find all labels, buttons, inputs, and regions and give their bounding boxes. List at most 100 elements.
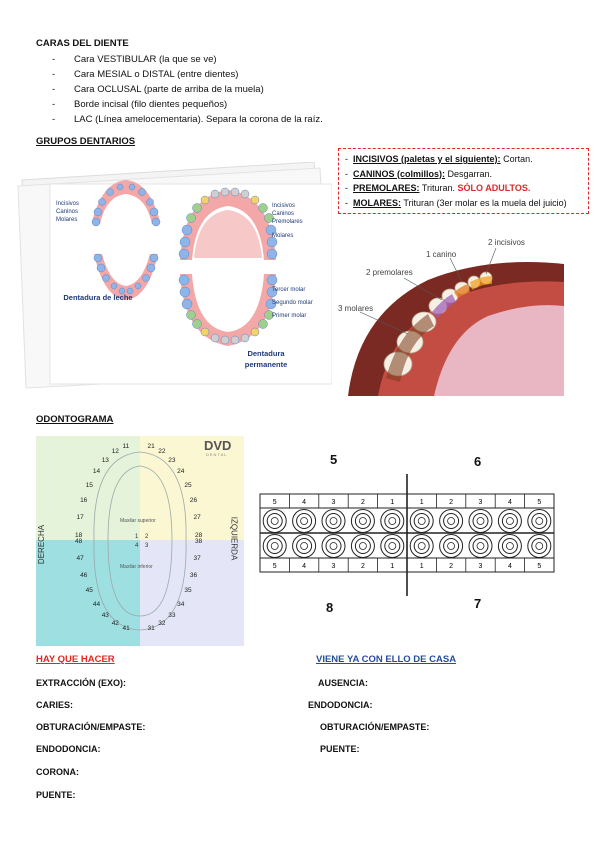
tooth-number-bottom: 4	[302, 563, 306, 570]
quadrant-label: 5	[330, 452, 338, 467]
tooth-ring-center	[535, 542, 544, 550]
fdi-tooth-number: 31	[147, 624, 155, 632]
label-premolares: 2 premolares	[366, 268, 413, 277]
dvd-logo: DVD	[204, 438, 232, 453]
inner-number: 1	[135, 534, 139, 540]
list-item: -Cara MESIAL o DISTAL (entre dientes)	[52, 69, 239, 80]
side-left-patient: IZQUIERDA	[229, 516, 239, 561]
fdi-tooth-number: 48	[75, 538, 83, 546]
tooth-number-bottom: 4	[508, 563, 512, 570]
leche-caption: Dentadura de leche	[63, 293, 133, 302]
fdi-tooth-number: 43	[101, 611, 109, 619]
right-form-title: VIENE YA CON ELLO DE CASA	[316, 654, 457, 665]
tooth-number-top: 1	[390, 499, 394, 506]
tooth-ring-center	[505, 517, 514, 525]
fdi-tooth-number: 11	[122, 443, 130, 451]
tooth-number-bottom: 1	[390, 563, 394, 570]
list-item: -Cara VESTIBULAR (la que se ve)	[52, 54, 217, 65]
tooth-ring-center	[329, 517, 338, 525]
quadrant-label: 6	[474, 454, 482, 469]
tooth-number-top: 2	[449, 499, 453, 506]
form-field-ausencia: AUSENCIA:	[318, 678, 369, 688]
tooth-ring-center	[476, 517, 485, 525]
tooth-number-top: 4	[302, 499, 306, 506]
fdi-chart: DVD DENTAL DERECHA IZQUIERDA Maxilar sup…	[36, 436, 244, 646]
form-field-corona: CORONA:	[36, 767, 79, 777]
fdi-tooth-number: 45	[85, 587, 93, 595]
tooth-ring-center	[388, 517, 397, 525]
tooth-ring-center	[359, 542, 367, 550]
form-field-puente-casa: PUENTE:	[320, 744, 360, 754]
tooth-number-top: 3	[479, 499, 483, 506]
leche-labels: Incisivos Caninos Molares	[56, 201, 80, 223]
fdi-tooth-number: 32	[158, 619, 166, 627]
maxilar-inferior-label: Maxilar inferior	[120, 564, 153, 570]
inner-number: 3	[145, 543, 149, 549]
fdi-tooth-number: 23	[168, 456, 176, 464]
form-field-obturacion-casa: OBTURACIÓN/EMPASTE:	[320, 722, 430, 732]
fdi-tooth-number: 26	[189, 497, 198, 505]
tooth-number-top: 2	[361, 499, 365, 506]
fdi-tooth-number: 18	[75, 531, 83, 539]
list-item: -LAC (Línea amelocementaria). Separa la …	[52, 114, 323, 125]
tooth-ring-center	[535, 517, 544, 525]
list-item: -Borde incisal (filo dientes pequeños)	[52, 99, 228, 110]
form-field-endodoncia: ENDODONCIA:	[36, 744, 101, 754]
fdi-tooth-number: 12	[111, 448, 119, 456]
tooth-number-bottom: 3	[332, 563, 336, 570]
tooth-number-bottom: 2	[361, 563, 365, 570]
maxilar-superior-label: Maxilar superior	[120, 518, 156, 524]
tooth-ring-center	[300, 517, 308, 525]
fdi-tooth-number: 17	[76, 514, 84, 522]
grupos-title: GRUPOS DENTARIOS	[36, 136, 136, 147]
tooth-ring-center	[270, 542, 279, 550]
fdi-tooth-number: 22	[158, 448, 166, 456]
fdi-tooth-number: 14	[92, 468, 101, 476]
tooth-ring-center	[505, 542, 514, 550]
fdi-tooth-number: 38	[194, 538, 203, 546]
inner-number: 4	[135, 543, 139, 549]
fdi-tooth-number: 41	[122, 624, 130, 632]
fdi-tooth-number: 33	[168, 611, 176, 619]
form-field-caries: CARIES:	[36, 700, 74, 710]
tooth-number-top: 3	[332, 499, 336, 506]
callout-item: - PREMOLARES: Trituran. SÓLO ADULTOS.	[345, 183, 531, 193]
list-item: -Cara OCLUSAL (parte de arriba de la mue…	[52, 84, 264, 95]
fdi-tooth-number: 28	[194, 531, 203, 539]
callout-box: - INCISIVOS (paletas y el siguiente): Co…	[338, 148, 589, 214]
form-field-obturacion: OBTURACIÓN/EMPASTE:	[36, 722, 146, 732]
fdi-tooth-number: 34	[177, 600, 185, 608]
tooth-number-top: 1	[420, 499, 424, 506]
tooth-ring-center	[476, 542, 485, 550]
callout-item: - MOLARES: Trituran (3er molar es la mue…	[345, 197, 567, 208]
tooth-number-bottom: 5	[537, 563, 541, 570]
tooth-ring-center	[270, 517, 279, 525]
tooth-number-top: 4	[508, 499, 512, 506]
fdi-tooth-number: 27	[193, 514, 201, 522]
label-incisivos: 2 incisivos	[488, 238, 525, 247]
tooth-number-bottom: 5	[273, 563, 277, 570]
tooth-ring-center	[417, 542, 426, 550]
odonto-title: ODONTOGRAMA	[36, 414, 114, 425]
fdi-tooth-number: 37	[193, 555, 201, 563]
tooth-number-top: 5	[537, 499, 541, 506]
callout-item: - INCISIVOS (paletas y el siguiente): Co…	[345, 154, 533, 164]
form-field-extraccion: EXTRACCIÓN (EXO):	[36, 678, 126, 688]
label-canino: 1 canino	[426, 250, 457, 259]
fdi-tooth-number: 44	[92, 600, 101, 608]
fdi-tooth-number: 35	[184, 587, 192, 595]
fdi-tooth-number: 24	[177, 468, 185, 476]
side-right-patient: DERECHA	[37, 524, 47, 565]
perm-caption: Dentadura permanente	[244, 349, 288, 369]
perm-labels-top: Incisivos Caninos Premolares Molares	[272, 203, 303, 239]
tooth-ring-center	[417, 517, 426, 525]
form-field-endodoncia-casa: ENDODONCIA:	[308, 700, 373, 710]
label-molares: 3 molares	[338, 304, 374, 313]
inner-number: 2	[145, 534, 149, 540]
quadrant-label: 7	[474, 596, 482, 611]
tooth-ring-center	[300, 542, 308, 550]
fdi-tooth-number: 36	[189, 572, 198, 579]
tooth-ring-center	[447, 542, 456, 550]
dentition-figure: Incisivos Caninos Molares Dentadura de l…	[14, 162, 332, 392]
